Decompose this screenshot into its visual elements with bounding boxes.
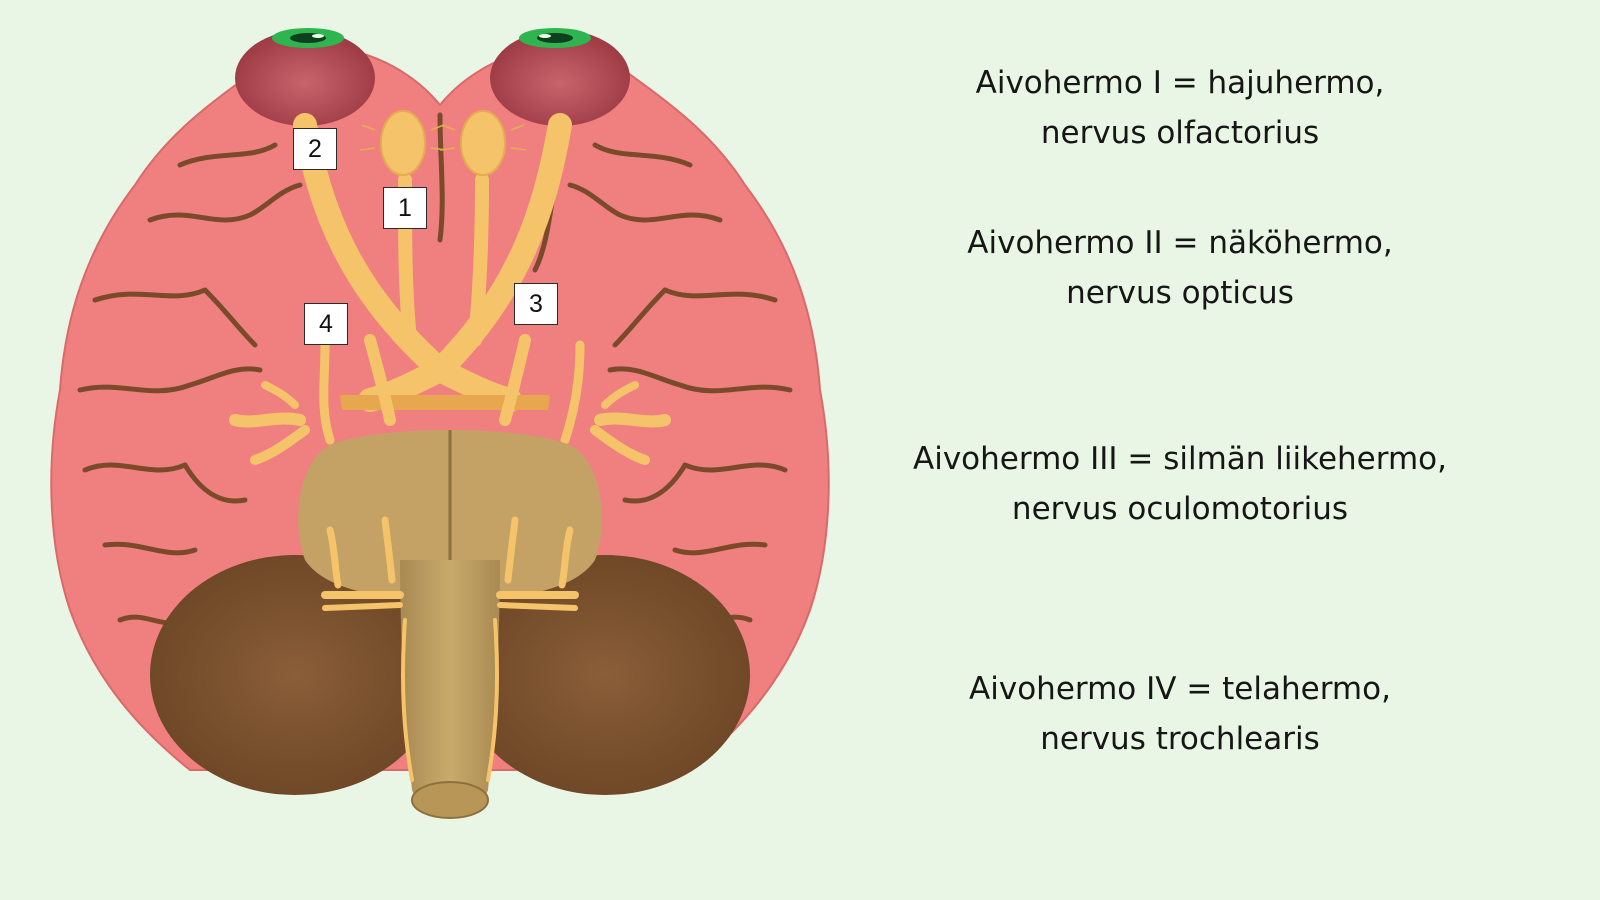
label-1: 1	[383, 187, 427, 229]
nerve-description-line: nervus oculomotorius	[1011, 491, 1349, 527]
nerve-description-4: Aivohermo IV = telahermo, nervus trochle…	[880, 664, 1480, 764]
nerve-description-1: Aivohermo I = hajuhermo, nervus olfactor…	[880, 58, 1480, 158]
spinal-cord-section	[411, 781, 489, 819]
nerve-description-line: nervus opticus	[1066, 275, 1294, 311]
optic-tract	[340, 395, 550, 410]
nerve-description-line: nervus trochlearis	[1040, 721, 1320, 757]
lower-nerves	[321, 516, 579, 782]
cranial-nerve-roots	[229, 334, 671, 465]
nerve-description-line: Aivohermo I = hajuhermo,	[975, 65, 1385, 101]
brainstem	[400, 560, 500, 809]
left-eye	[235, 28, 375, 126]
nerve-description-3: Aivohermo III = silmän liikehermo, nervu…	[880, 434, 1480, 534]
label-2: 2	[293, 128, 337, 170]
label-4: 4	[304, 303, 348, 345]
cerebellum	[150, 555, 750, 795]
nerve-description-2: Aivohermo II = näköhermo, nervus opticus	[880, 218, 1480, 318]
nerve-description-line: Aivohermo II = näköhermo,	[967, 225, 1393, 261]
nerve-description-line: Aivohermo III = silmän liikehermo,	[913, 441, 1447, 477]
right-eye	[490, 28, 630, 126]
nerve-description-line: nervus olfactorius	[1040, 115, 1320, 151]
nerve-description-line: Aivohermo IV = telahermo,	[969, 671, 1391, 707]
label-3: 3	[514, 283, 558, 325]
